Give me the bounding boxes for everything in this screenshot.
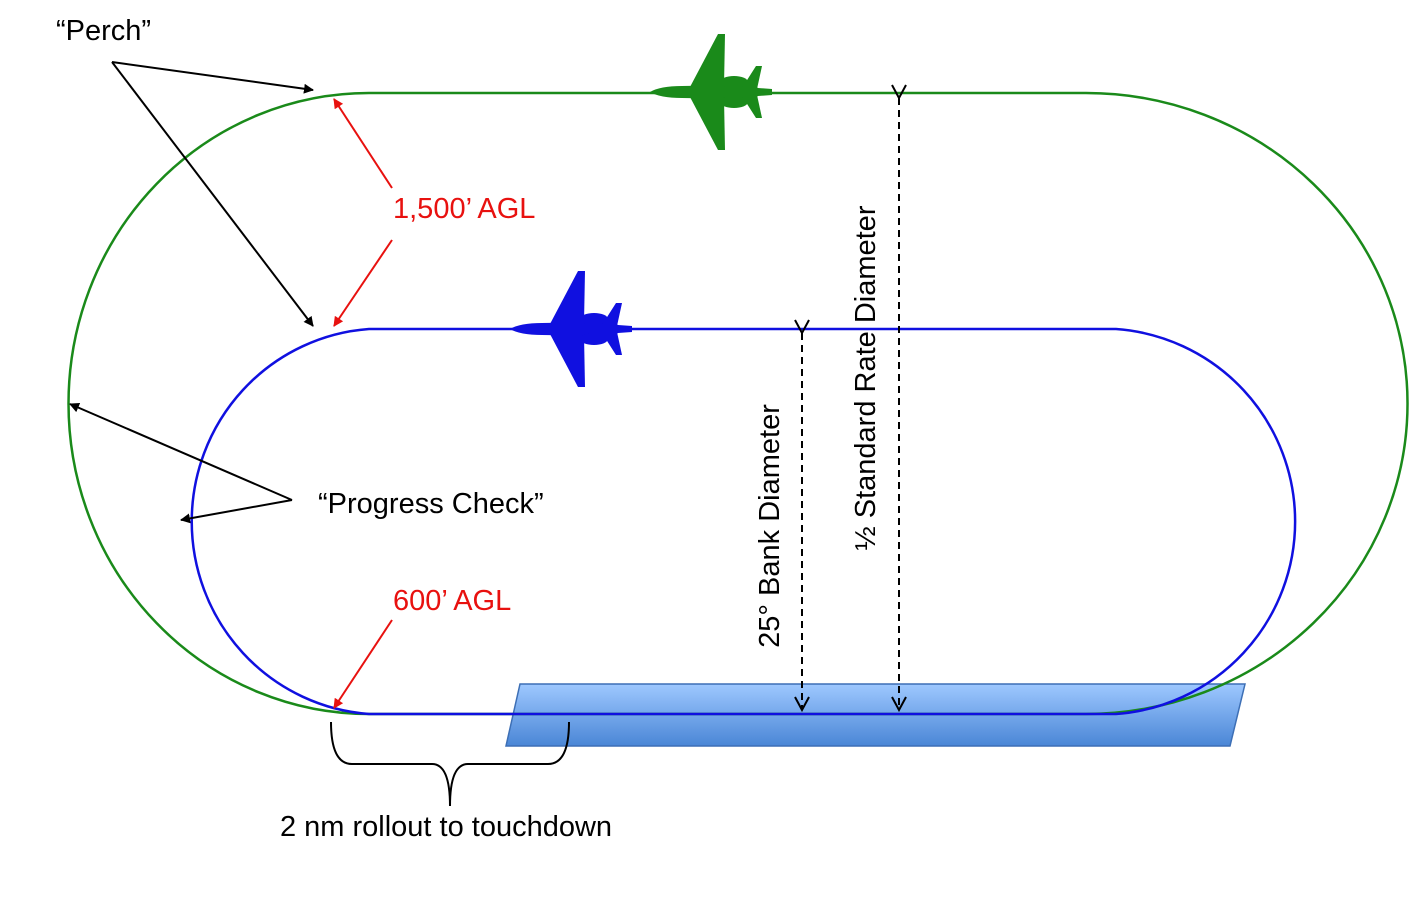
inner-pattern-track [190,327,1297,716]
perch-arrow-upper [111,61,314,94]
std-rate-diameter-label: ½ Standard Rate Diameter [850,205,882,550]
perch-arrow-lower [111,61,314,327]
outer-pattern-track [67,91,1409,716]
rollout-brace [330,721,570,807]
progress-check-arrow-outer [69,402,293,501]
airplane-icon [650,34,772,150]
altitude-low-arrow [333,619,393,709]
perch-label: “Perch” [56,15,151,47]
bank-diameter-label: 25° Bank Diameter [754,404,786,648]
progress-check-label: “Progress Check” [318,488,544,520]
rollout-label: 2 nm rollout to touchdown [280,811,612,843]
altitude-high-arrow-up [333,98,393,189]
progress-check-arrow-inner [180,499,293,524]
altitude-high-label: 1,500’ AGL [393,193,535,225]
altitude-high-arrow-down [333,239,393,327]
altitude-low-label: 600’ AGL [393,585,511,617]
airplane-icon [510,271,632,387]
